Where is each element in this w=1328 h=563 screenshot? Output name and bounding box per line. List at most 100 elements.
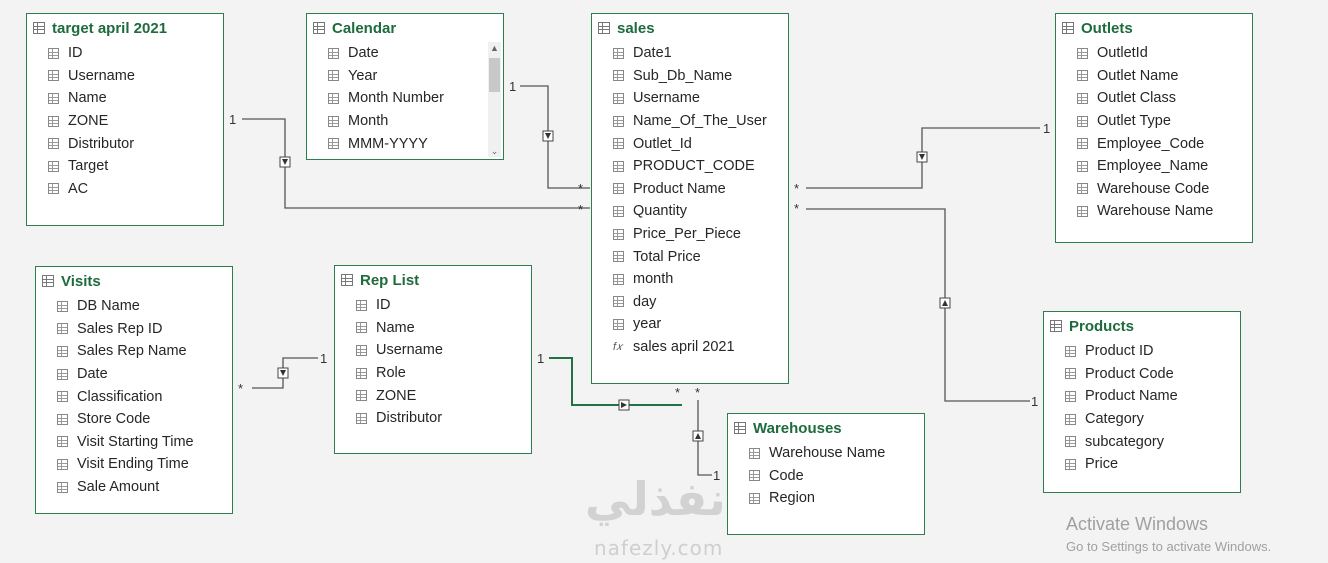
field-item[interactable]: Outlet Type <box>1056 110 1252 133</box>
field-item[interactable]: Product Code <box>1044 363 1240 386</box>
table-icon <box>598 22 610 34</box>
field-item[interactable]: Name <box>335 317 531 340</box>
field-item[interactable]: Sub_Db_Name <box>592 65 788 88</box>
field-item[interactable]: Username <box>335 339 531 362</box>
field-item[interactable]: Code <box>728 465 924 488</box>
field-item[interactable]: ZONE <box>335 384 531 407</box>
field-item[interactable]: Month <box>307 110 503 133</box>
card-target-one: 1 <box>229 112 236 127</box>
table-visits[interactable]: Visits DB Name Sales Rep ID Sales Rep Na… <box>35 266 233 514</box>
scrollbar[interactable]: ▲ ⌄ <box>488 42 501 157</box>
table-header[interactable]: Rep List <box>335 266 531 294</box>
field-item[interactable]: OutletId <box>1056 42 1252 65</box>
field-item[interactable]: Store Code <box>36 408 232 431</box>
column-icon <box>613 160 624 172</box>
scroll-thumb[interactable] <box>489 58 500 92</box>
field-item[interactable]: day <box>592 291 788 314</box>
field-item[interactable]: Target <box>27 155 223 178</box>
field-item[interactable]: ID <box>27 42 223 65</box>
field-item[interactable]: Employee_Name <box>1056 155 1252 178</box>
field-item[interactable]: Warehouse Code <box>1056 178 1252 201</box>
field-item[interactable]: subcategory <box>1044 430 1240 453</box>
field-item[interactable]: Region <box>728 487 924 510</box>
field-item[interactable]: ID <box>335 294 531 317</box>
field-item[interactable]: Month Number <box>307 87 503 110</box>
field-item[interactable]: Username <box>592 87 788 110</box>
field-item[interactable]: Quantity <box>592 200 788 223</box>
field-item[interactable]: Warehouse Name <box>728 442 924 465</box>
table-header[interactable]: target april 2021 <box>27 14 223 42</box>
field-item[interactable]: Employee_Code <box>1056 132 1252 155</box>
field-item[interactable]: Product Name <box>1044 385 1240 408</box>
field-item[interactable]: Outlet_Id <box>592 132 788 155</box>
table-header[interactable]: Warehouses <box>728 414 924 442</box>
field-item[interactable]: Outlet Class <box>1056 87 1252 110</box>
table-sales[interactable]: sales Date1 Sub_Db_Name Username Name_Of… <box>591 13 789 384</box>
table-header[interactable]: Products <box>1044 312 1240 340</box>
field-item[interactable]: Date <box>307 42 503 65</box>
field-item[interactable]: Product Name <box>592 178 788 201</box>
field-item[interactable]: Visit Ending Time <box>36 453 232 476</box>
field-item[interactable]: Distributor <box>27 132 223 155</box>
field-label: Username <box>633 90 700 107</box>
field-item[interactable]: Price_Per_Piece <box>592 223 788 246</box>
field-label: Visit Ending Time <box>77 456 189 473</box>
field-item[interactable]: Classification <box>36 385 232 408</box>
scroll-down-icon[interactable]: ⌄ <box>490 146 499 156</box>
card-sales-many-5: * <box>675 385 680 400</box>
table-products[interactable]: Products Product ID Product Code Product… <box>1043 311 1241 493</box>
field-item[interactable]: ZONE <box>27 110 223 133</box>
table-icon <box>313 22 325 34</box>
table-header[interactable]: Calendar <box>307 14 503 42</box>
field-item[interactable]: AC <box>27 178 223 201</box>
table-outlets[interactable]: Outlets OutletId Outlet Name Outlet Clas… <box>1055 13 1253 243</box>
table-header[interactable]: Visits <box>36 267 232 295</box>
field-item[interactable]: Sale Amount <box>36 476 232 499</box>
column-icon <box>613 183 624 195</box>
field-item[interactable]: Product ID <box>1044 340 1240 363</box>
field-item[interactable]: Date1 <box>592 42 788 65</box>
column-icon <box>1077 115 1088 127</box>
table-calendar[interactable]: Calendar Date Year Month Number Month MM… <box>306 13 504 160</box>
table-target-april-2021[interactable]: target april 2021 ID Username Name ZONE … <box>26 13 224 226</box>
field-item[interactable]: MMM-YYYY <box>307 132 503 155</box>
column-icon <box>57 345 68 357</box>
card-outlets-one: 1 <box>1043 121 1050 136</box>
table-title: Outlets <box>1081 19 1133 37</box>
field-label: Target <box>68 158 109 175</box>
field-item[interactable]: Role <box>335 362 531 385</box>
field-item[interactable]: Name_Of_The_User <box>592 110 788 133</box>
field-item[interactable]: Total Price <box>592 245 788 268</box>
table-header[interactable]: Outlets <box>1056 14 1252 42</box>
field-item[interactable]: DB Name <box>36 295 232 318</box>
field-item[interactable]: Year <box>307 65 503 88</box>
field-item[interactable]: Date <box>36 363 232 386</box>
table-rep-list[interactable]: Rep List ID Name Username Role ZONE Dist… <box>334 265 532 454</box>
field-item[interactable]: Price <box>1044 453 1240 476</box>
field-item[interactable]: Outlet Name <box>1056 65 1252 88</box>
field-label: Region <box>769 490 815 507</box>
table-header[interactable]: sales <box>592 14 788 42</box>
field-item[interactable]: Warehouse Name <box>1056 200 1252 223</box>
field-item[interactable]: Username <box>27 65 223 88</box>
field-label: Employee_Name <box>1097 158 1209 175</box>
field-item[interactable]: Visit Starting Time <box>36 431 232 454</box>
field-item[interactable]: Sales Rep ID <box>36 318 232 341</box>
field-label: Outlet Type <box>1097 113 1171 130</box>
scroll-up-icon[interactable]: ▲ <box>490 43 499 53</box>
field-label: ZONE <box>376 387 417 404</box>
field-item[interactable]: Sales Rep Name <box>36 340 232 363</box>
field-item[interactable]: PRODUCT_CODE <box>592 155 788 178</box>
field-item[interactable]: month <box>592 268 788 291</box>
field-item[interactable]: Distributor <box>335 407 531 430</box>
field-item[interactable]: Category <box>1044 408 1240 431</box>
table-warehouses[interactable]: Warehouses Warehouse Name Code Region <box>727 413 925 535</box>
field-label: Product ID <box>1085 343 1154 360</box>
column-icon <box>48 47 59 59</box>
field-item[interactable]: year <box>592 313 788 336</box>
field-label: ID <box>376 297 391 314</box>
field-item[interactable]: Name <box>27 87 223 110</box>
column-icon <box>356 367 367 379</box>
field-label: Total Price <box>633 248 701 265</box>
